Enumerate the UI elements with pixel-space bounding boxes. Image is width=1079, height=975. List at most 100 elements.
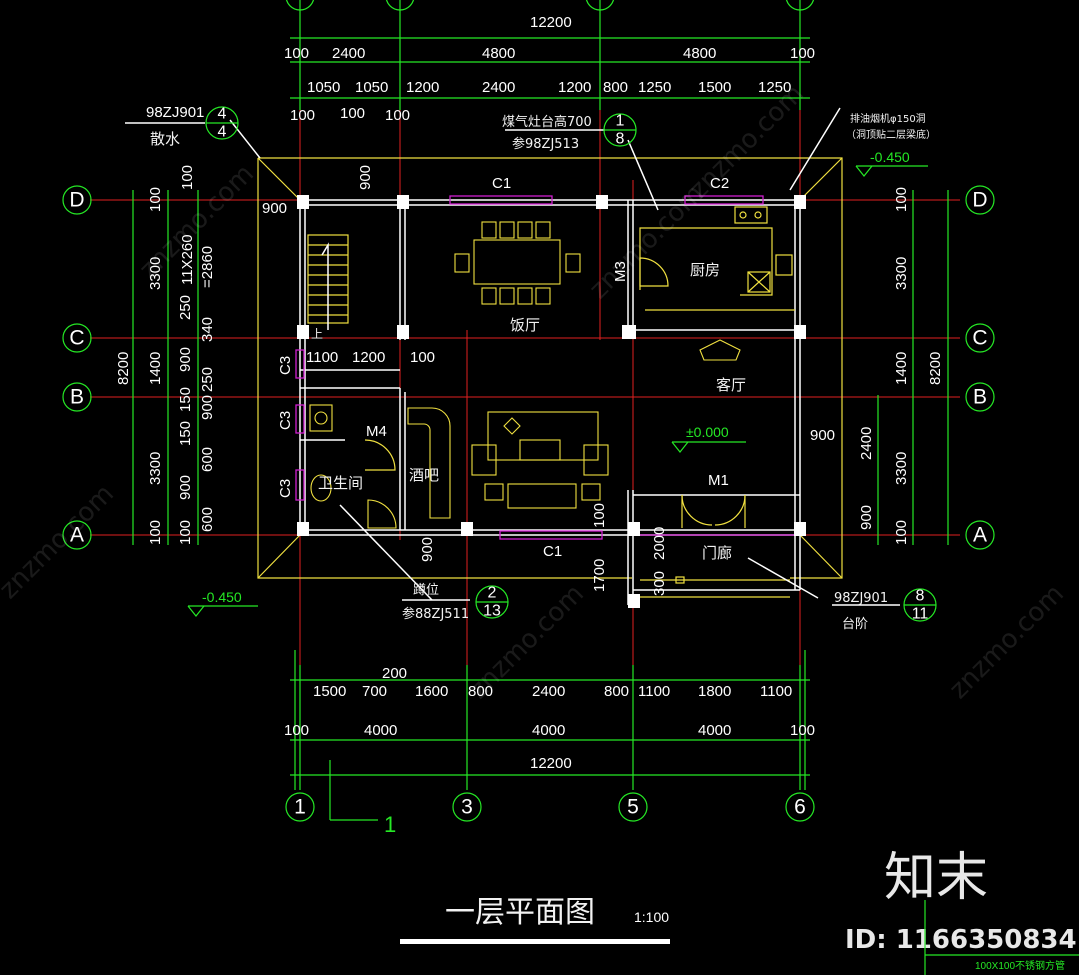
right-outer-3: 3300 [893, 452, 910, 485]
stair-up-label: 上 [311, 327, 323, 341]
left-inner-13: 100 [177, 520, 194, 545]
axis-bubble-1: 1 [285, 792, 315, 822]
bottom-dim-r2-0: 100 [284, 722, 309, 739]
left-outer-1: 3300 [147, 257, 164, 290]
elevation-floor: ±0.000 [671, 424, 746, 453]
watermark-site-6: znzmo.com [944, 579, 1070, 705]
top-dim-r4-1: 100 [340, 105, 365, 122]
elevation-outside-left-text: -0.450 [202, 589, 242, 605]
axis-b-right-label: B [973, 386, 987, 409]
axis-b-left-label: B [70, 386, 84, 409]
left-inner-4: 340 [199, 317, 216, 342]
axis-bubble-top-1 [285, 0, 315, 11]
brand-logo: 知末 [884, 848, 988, 908]
door-m4: M4 [366, 423, 387, 440]
callout-flue-line1: 排油烟机φ150洞 [850, 112, 926, 125]
room-kitchen: 厨房 [690, 261, 720, 279]
bottom-overall-dim: 12200 [530, 755, 572, 772]
room-living: 客厅 [716, 376, 746, 394]
axis-bubble-d-right: D [965, 185, 995, 215]
dim-900-top: 900 [357, 165, 374, 190]
callout-steps-ref: 98ZJ901 [834, 591, 888, 606]
top-dim-r2-0: 100 [284, 45, 309, 62]
top-dim-r3-2: 1200 [406, 79, 439, 96]
door-m3: M3 [612, 261, 629, 282]
top-dim-r3-5: 800 [603, 79, 628, 96]
room-porch: 门廊 [702, 544, 732, 562]
dim-1100: 1100 [306, 349, 338, 366]
elevation-floor-text: ±0.000 [686, 424, 729, 440]
left-inner-12: 600 [199, 507, 216, 532]
right-inner-900-horizontal: 900 [810, 427, 835, 444]
axis-bubble-top-2 [385, 0, 415, 11]
bar-counter [407, 407, 451, 519]
title-underline [400, 939, 670, 944]
doors [364, 257, 746, 528]
axis-d-left-label: D [69, 189, 84, 212]
dim-1700: 1700 [591, 559, 608, 592]
callout-squat: 蹲位 参88ZJ511 2 13 [402, 583, 509, 622]
top-dim-r2-3: 4800 [683, 45, 716, 62]
room-dining: 饭厅 [510, 316, 540, 334]
left-inner-5: 900 [177, 347, 194, 372]
apron-outline [257, 157, 843, 579]
dim-2000: 2000 [651, 527, 668, 560]
window-c3-2: C3 [277, 411, 294, 430]
axis-bubble-d-left: D [62, 185, 92, 215]
axis-c-right-label: C [972, 327, 987, 350]
right-overall-dim: 8200 [927, 352, 944, 385]
window-c2-top: C2 [710, 175, 729, 192]
top-dim-r3-0: 1050 [307, 79, 340, 96]
bottom-dim-r2-4: 100 [790, 722, 815, 739]
callout-stove-text: 煤气灶台高700 [502, 114, 592, 130]
right-outer-2: 1400 [893, 352, 910, 385]
axis-a-right-label: A [973, 524, 987, 547]
left-inner-2: =2860 [199, 246, 216, 288]
bottom-dim-r1-6: 1100 [638, 683, 670, 700]
axis-5-label: 5 [627, 796, 639, 819]
callout-apron-den: 4 [218, 124, 227, 141]
elevation-outside-right-text: -0.450 [870, 149, 910, 165]
staircase [307, 234, 349, 330]
brand-name: 知末 [884, 848, 988, 908]
window-c1-bottom: C1 [543, 543, 562, 560]
watermark-site-5: znzmo.com [464, 579, 590, 705]
bottom-dim-r2-3: 4000 [698, 722, 731, 739]
walls [299, 199, 801, 605]
left-inner-8: 250 [199, 367, 216, 392]
axis-c-left-label: C [69, 327, 84, 350]
axis-d-right-label: D [972, 189, 987, 212]
callout-squat-name: 蹲位 [413, 583, 439, 598]
leader-lines [125, 107, 900, 606]
axis-3-label: 3 [461, 796, 473, 819]
watermark-site-4: znzmo.com [0, 479, 120, 605]
bottom-dim-r1-1: 700 [362, 683, 387, 700]
top-dim-r2-2: 4800 [482, 45, 515, 62]
top-dim-r3-4: 1200 [558, 79, 591, 96]
axis-bubble-top-4 [585, 0, 615, 11]
axis-bubble-a-right: A [965, 520, 995, 550]
callout-steps: 98ZJ901 台阶 8 11 [834, 588, 937, 632]
axis-a-left-label: A [70, 524, 84, 547]
left-inner-1: 11X260 [179, 234, 196, 285]
top-dim-r3-6: 1250 [638, 79, 671, 96]
left-inner-0: 100 [179, 165, 196, 190]
left-outer-0: 100 [147, 187, 164, 212]
porch-steps [640, 576, 790, 598]
window-c3-3: C3 [277, 479, 294, 498]
axis-bubble-a-left: A [62, 520, 92, 550]
left-overall-dim: 8200 [115, 352, 132, 385]
elevation-outside-left: -0.450 [187, 589, 258, 617]
left-inner-3: 250 [177, 295, 194, 320]
bottom-dim-r1-3: 800 [468, 683, 493, 700]
callout-apron-name: 散水 [150, 130, 180, 148]
watermark-site-1: znzmo.com [134, 159, 260, 285]
left-inner-10: 600 [199, 447, 216, 472]
right-inner-0: 2400 [858, 427, 875, 460]
bottom-dim-r1-0: 1500 [313, 683, 346, 700]
callout-stove-num: 1 [616, 113, 625, 130]
callout-squat-num: 2 [488, 585, 497, 602]
columns [297, 195, 806, 608]
bottom-dim-r1-7: 1800 [698, 683, 731, 700]
